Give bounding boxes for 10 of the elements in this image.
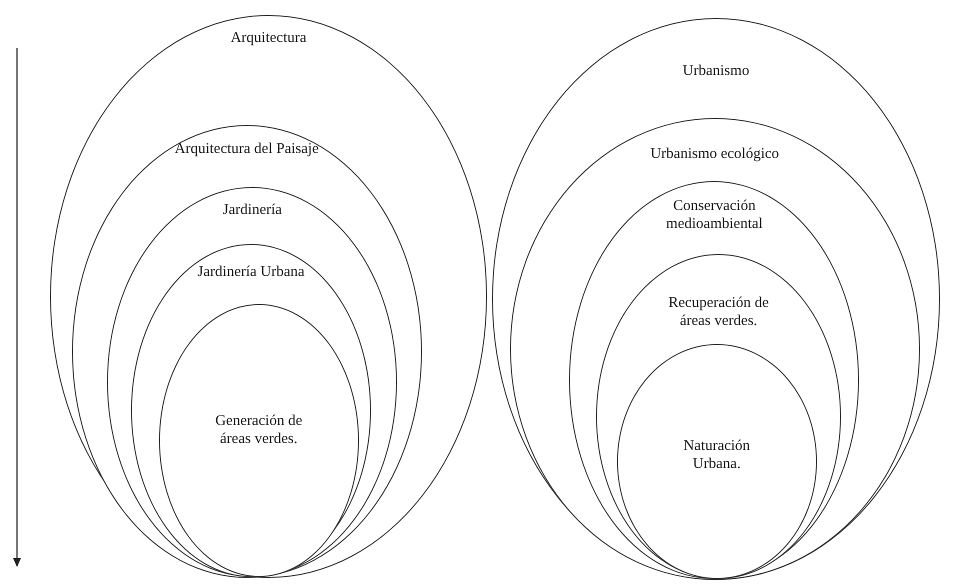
level-label: Arquitectura — [230, 29, 308, 47]
level-label: Urbanismo — [682, 62, 750, 80]
level-label: Generación de áreas verdes. — [214, 412, 304, 448]
level-label: Urbanismo ecológico — [649, 144, 780, 163]
level-label: Naturación Urbana. — [682, 436, 752, 473]
level-label: Conservación medioambiental — [665, 197, 764, 234]
level-label: Arquitectura del Paisaje — [174, 140, 320, 158]
level-label: Jardinería Urbana — [196, 263, 306, 282]
level-label: Recuperación de áreas verdes. — [667, 294, 770, 330]
level-label: Jardinería — [222, 201, 283, 220]
